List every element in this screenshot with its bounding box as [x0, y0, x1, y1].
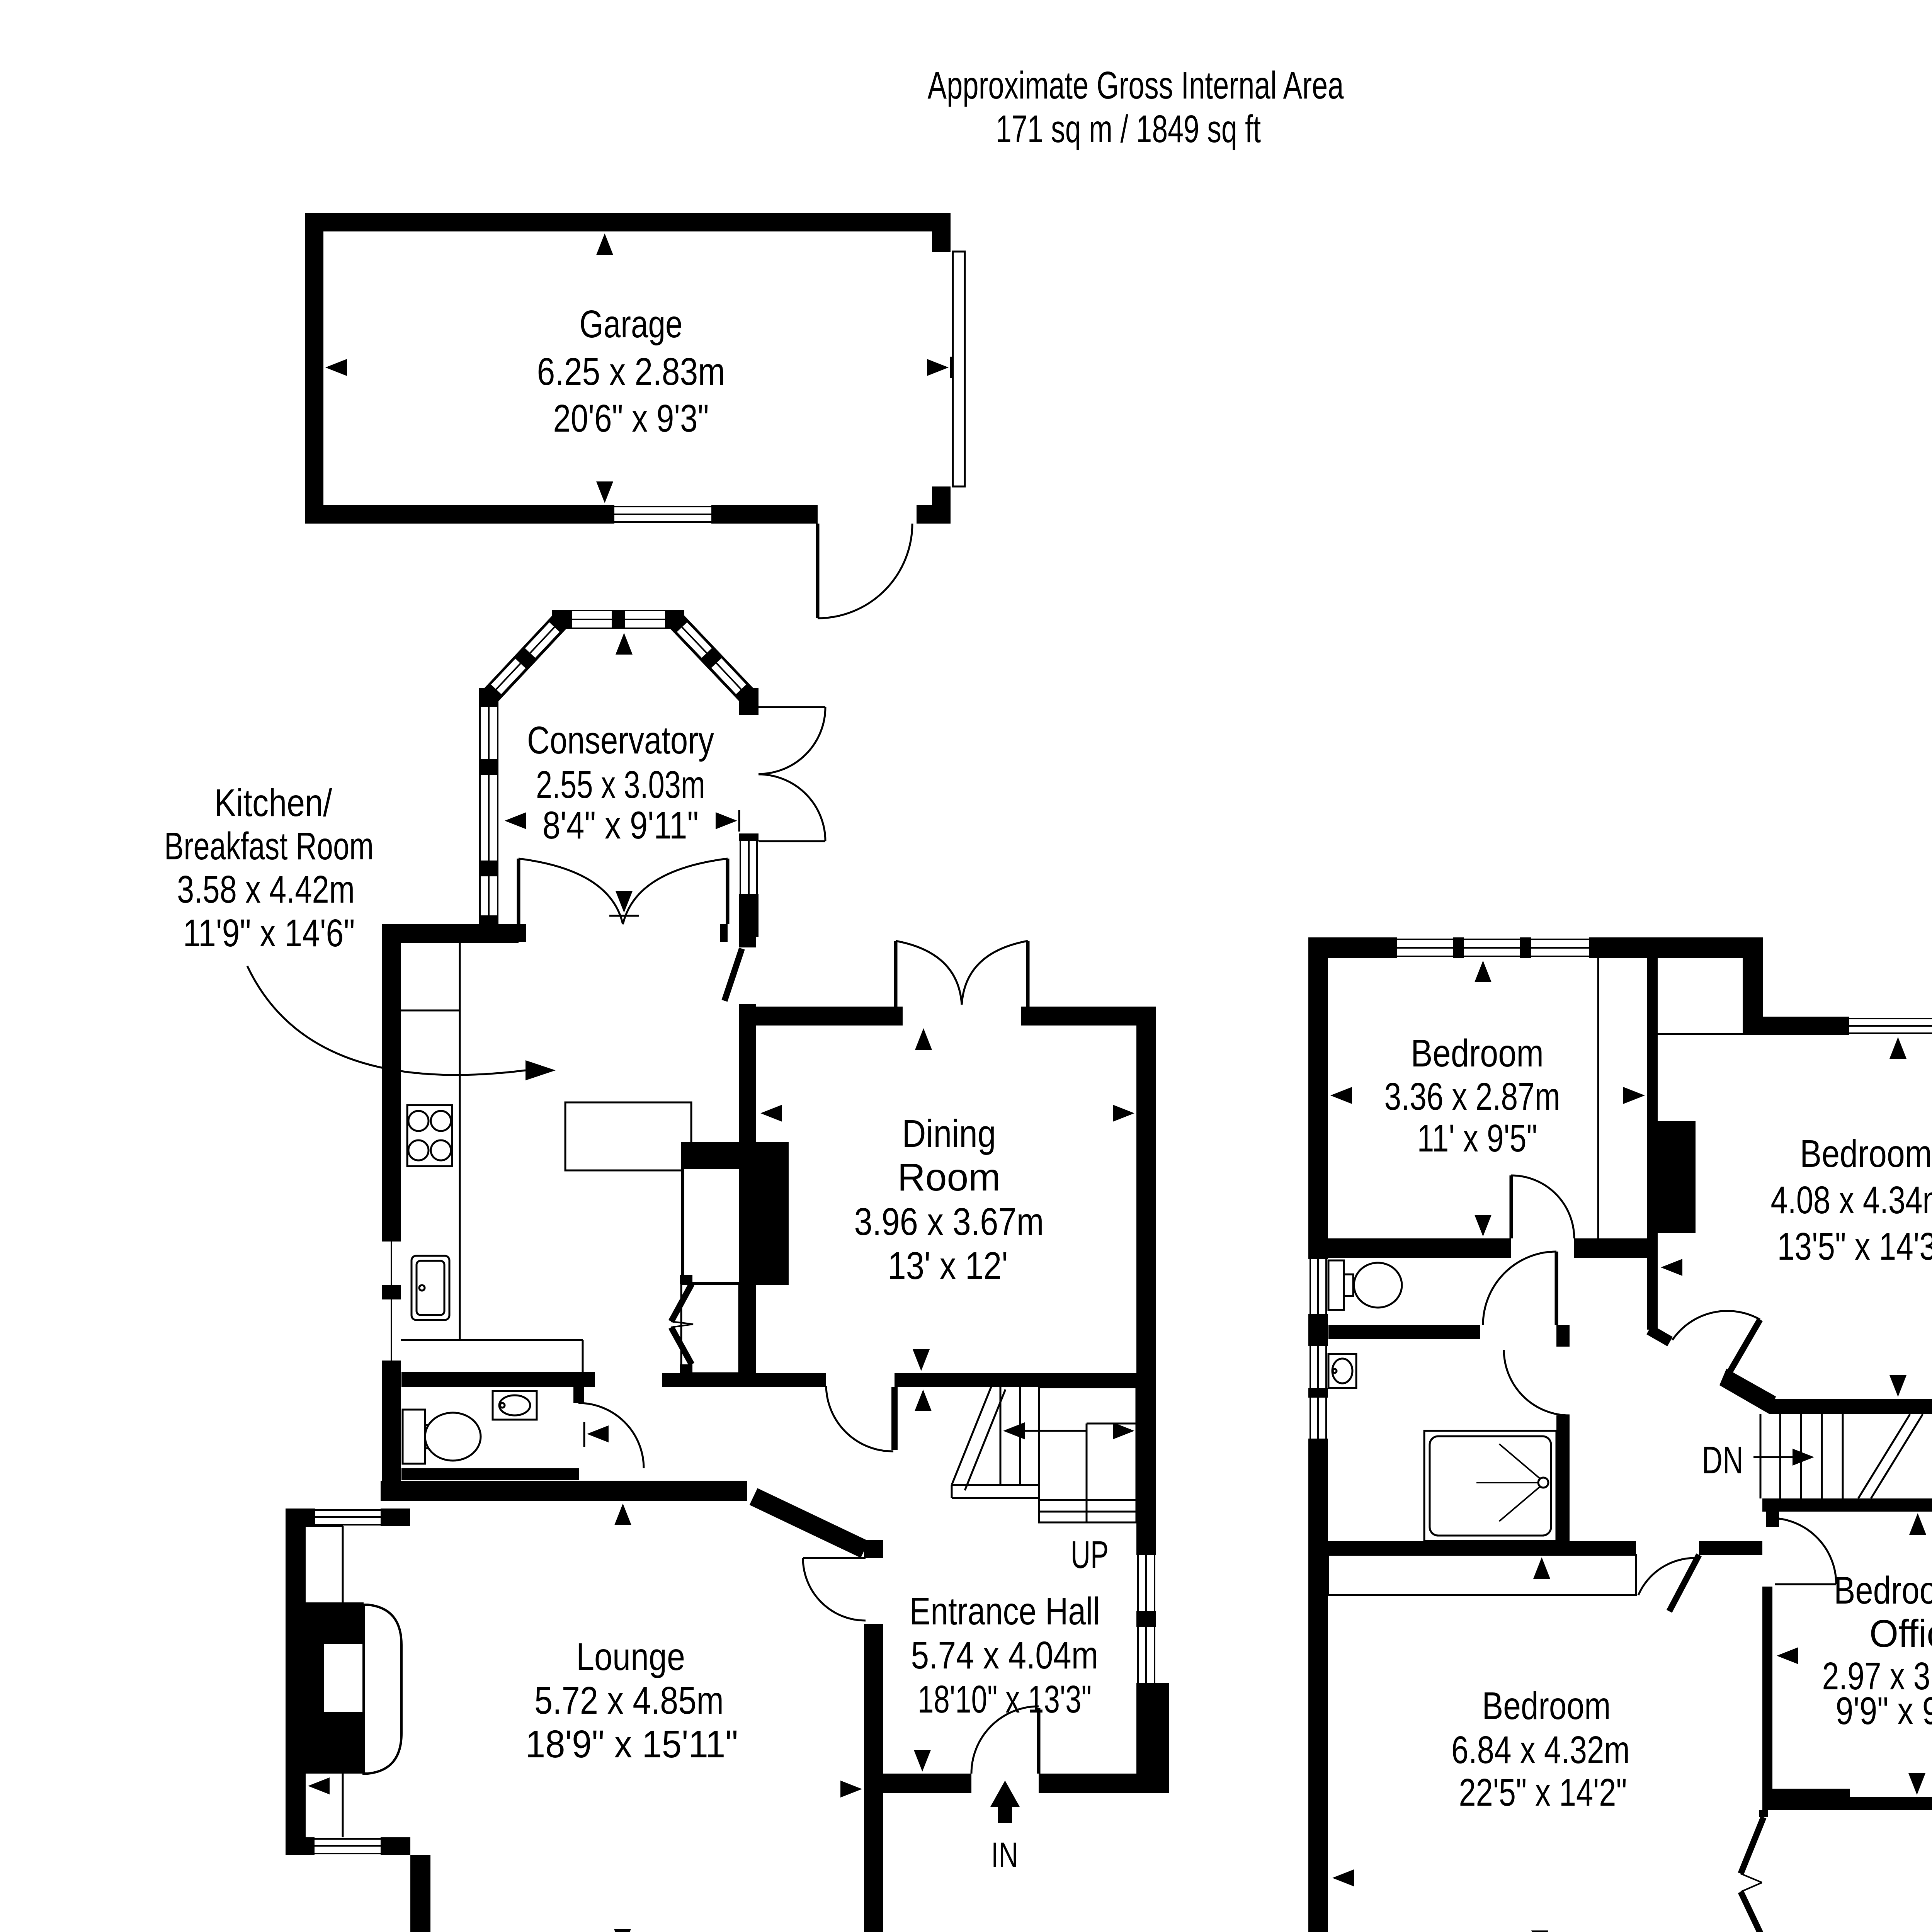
svg-text:3.36 x 2.87m: 3.36 x 2.87m: [1384, 1075, 1560, 1118]
svg-text:18'9" x 15'11": 18'9" x 15'11": [526, 1723, 738, 1766]
svg-text:6.25 x 2.83m: 6.25 x 2.83m: [537, 350, 725, 393]
svg-text:5.74 x 4.04m: 5.74 x 4.04m: [911, 1634, 1099, 1677]
svg-text:171 sq m / 1849 sq ft: 171 sq m / 1849 sq ft: [996, 107, 1261, 151]
svg-text:11'9" x 14'6": 11'9" x 14'6": [183, 912, 355, 955]
svg-text:Bedroom: Bedroom: [1800, 1132, 1932, 1175]
svg-text:2.97 x 3.02m: 2.97 x 3.02m: [1822, 1655, 1932, 1698]
svg-text:11' x 9'5": 11' x 9'5": [1417, 1117, 1537, 1160]
svg-text:13'5" x 14'3": 13'5" x 14'3": [1777, 1225, 1932, 1268]
svg-text:Kitchen/: Kitchen/: [214, 781, 332, 825]
svg-text:Office: Office: [1869, 1612, 1932, 1655]
svg-text:Conservatory: Conservatory: [527, 719, 714, 762]
svg-text:DN: DN: [1702, 1439, 1743, 1482]
svg-text:Approximate Gross Internal Are: Approximate Gross Internal Area: [928, 64, 1344, 107]
svg-text:IN: IN: [991, 1835, 1018, 1875]
svg-text:Garage: Garage: [580, 303, 683, 346]
svg-text:Breakfast Room: Breakfast Room: [164, 825, 374, 868]
svg-text:Bedroom/: Bedroom/: [1834, 1569, 1932, 1612]
svg-text:6.84 x 4.32m: 6.84 x 4.32m: [1451, 1728, 1630, 1772]
svg-text:13' x 12': 13' x 12': [888, 1244, 1008, 1287]
svg-text:3.96 x 3.67m: 3.96 x 3.67m: [854, 1200, 1044, 1243]
svg-text:9'9" x 9'11": 9'9" x 9'11": [1836, 1689, 1932, 1733]
svg-text:2.55 x 3.03m: 2.55 x 3.03m: [536, 763, 705, 806]
svg-text:Bedroom: Bedroom: [1482, 1684, 1611, 1728]
svg-text:5.72 x 4.85m: 5.72 x 4.85m: [534, 1679, 724, 1722]
svg-text:Lounge: Lounge: [576, 1635, 685, 1679]
svg-text:18'10" x 13'3": 18'10" x 13'3": [918, 1678, 1092, 1721]
svg-text:3.58 x 4.42m: 3.58 x 4.42m: [177, 868, 355, 911]
svg-text:UP: UP: [1071, 1533, 1109, 1577]
svg-text:Bedroom: Bedroom: [1411, 1032, 1544, 1075]
svg-text:20'6" x 9'3": 20'6" x 9'3": [553, 397, 709, 440]
svg-text:4.08 x 4.34m: 4.08 x 4.34m: [1771, 1179, 1932, 1222]
svg-text:Room: Room: [898, 1156, 1001, 1199]
svg-text:22'5" x 14'2": 22'5" x 14'2": [1459, 1771, 1627, 1814]
svg-text:Dining: Dining: [902, 1112, 996, 1155]
svg-text:Entrance Hall: Entrance Hall: [910, 1590, 1100, 1633]
svg-text:8'4" x 9'11": 8'4" x 9'11": [543, 804, 699, 847]
